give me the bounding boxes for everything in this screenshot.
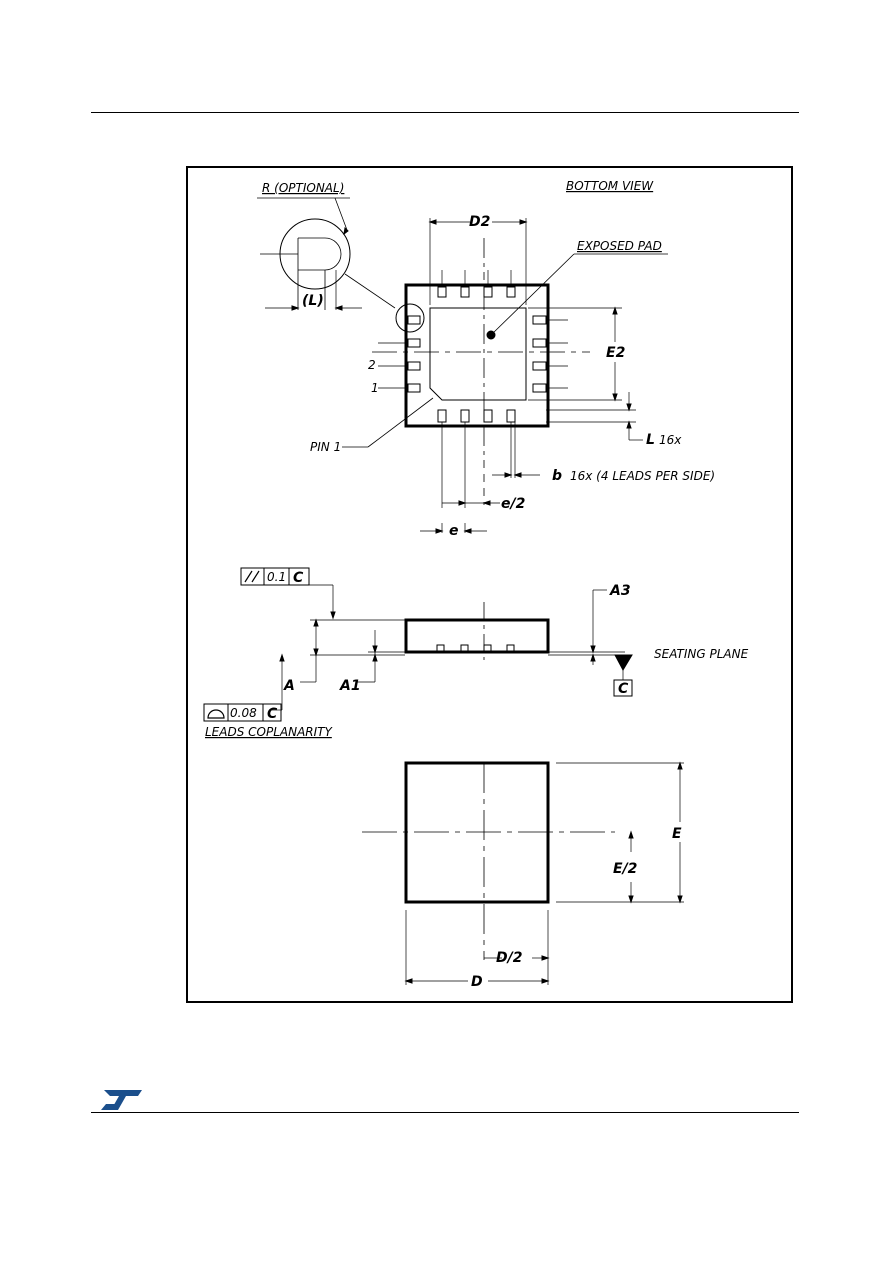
pin-2-number: 2	[368, 358, 376, 372]
d-half-dim-label: D/2	[496, 950, 522, 966]
b-note-label: 16x (4 LEADS PER SIDE)	[570, 469, 715, 483]
parallel-datum-ref: C	[293, 570, 304, 586]
e-half-label: e/2	[501, 496, 525, 512]
drawing-frame	[186, 166, 793, 1003]
seating-plane-label: SEATING PLANE	[654, 647, 749, 661]
st-logo-icon	[101, 1090, 142, 1110]
r-optional-label: R (OPTIONAL)	[262, 181, 344, 195]
coplanarity-tolerance: 0.08	[230, 706, 257, 720]
side-view	[203, 567, 633, 722]
exposed-pad-label: EXPOSED PAD	[577, 239, 662, 253]
d-dim-label: D	[471, 974, 483, 990]
header-rule	[91, 112, 799, 113]
a-label: A	[283, 678, 295, 694]
a1-label: A1	[339, 678, 361, 694]
bottom-view	[257, 197, 668, 534]
e-dim-label: E	[672, 826, 682, 842]
parallel-tolerance: 0.1	[267, 570, 286, 584]
top-view	[362, 761, 684, 985]
coplanarity-datum-ref: C	[267, 706, 278, 722]
bottom-view-title: BOTTOM VIEW	[566, 179, 654, 193]
footer-rule	[91, 1112, 799, 1113]
l-count-label: 16x	[659, 433, 682, 447]
leads-coplanarity-label: LEADS COPLANARITY	[205, 725, 333, 739]
b-dim-label: b	[552, 468, 562, 484]
pin-1-label: PIN 1	[310, 440, 341, 454]
l-paren-label: (L)	[302, 293, 324, 309]
a3-label: A3	[609, 583, 631, 599]
datum-c-label: C	[618, 681, 629, 697]
e-half-dim-label: E/2	[613, 861, 637, 877]
e2-label: E2	[606, 345, 625, 361]
e-pitch-label: e	[449, 523, 459, 539]
pin-1-number: 1	[371, 381, 379, 395]
d2-label: D2	[469, 214, 490, 230]
l-dim-label: L	[646, 432, 655, 448]
